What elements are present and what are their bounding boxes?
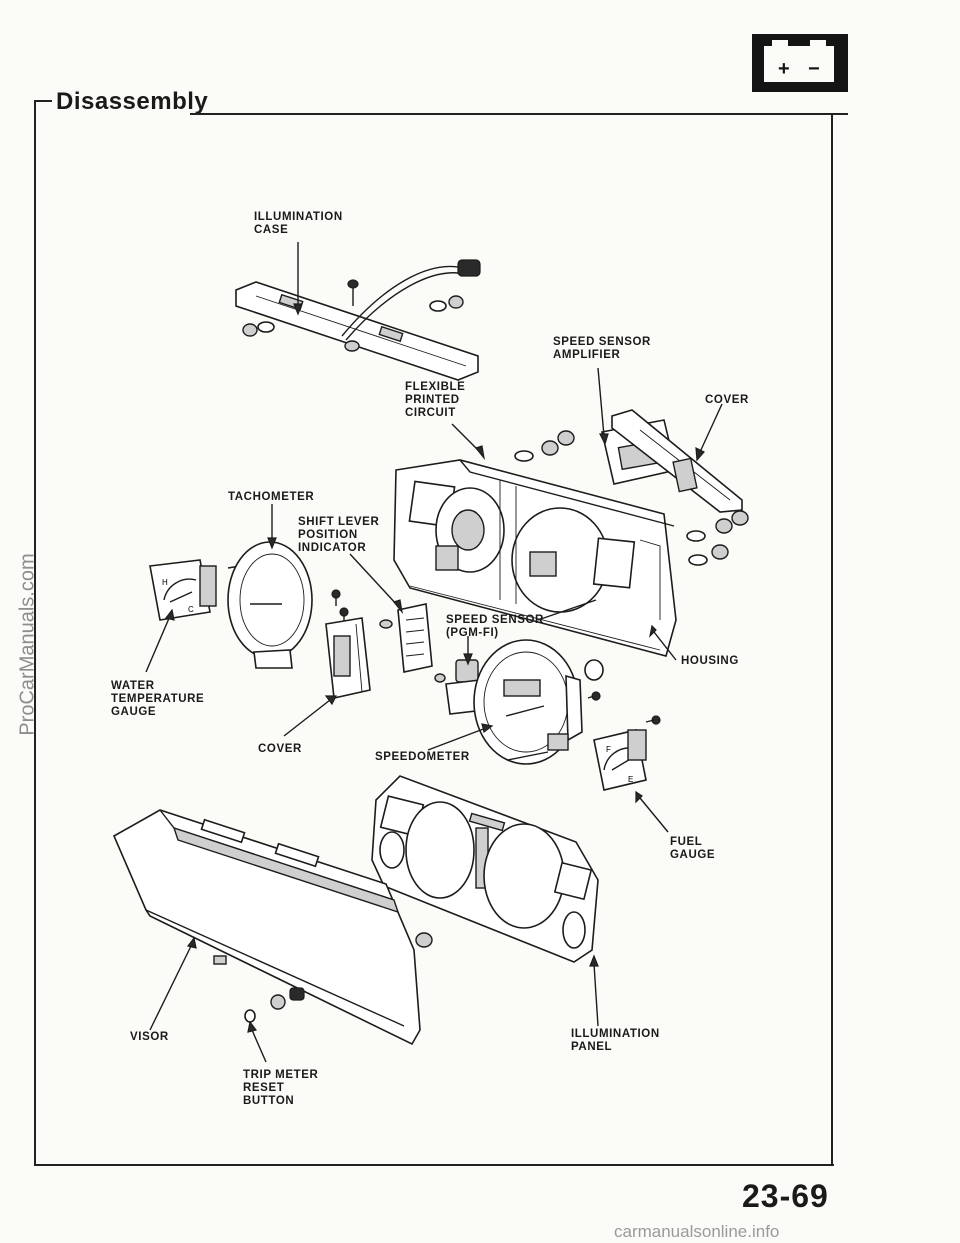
section-title: Disassembly <box>56 88 209 115</box>
battery-plus-symbol: + <box>778 58 790 80</box>
label-visor: VISOR <box>130 1031 169 1043</box>
speed-sensor-amplifier-part <box>601 409 743 513</box>
label-water-temperature-gauge: WATER TEMPERATURE GAUGE <box>111 680 205 718</box>
battery-terminal-positive <box>772 40 788 46</box>
frame-bottom-line <box>34 1164 834 1166</box>
label-illumination-case: ILLUMINATION CASE <box>254 211 343 236</box>
label-flexible-printed-circuit: FLEXIBLE PRINTED CIRCUIT <box>405 381 466 419</box>
page-number: 23-69 <box>742 1178 829 1214</box>
label-speed-sensor-pgm-fi: SPEED SENSOR (PGM-FI) <box>446 614 544 639</box>
screws <box>331 589 661 725</box>
shift-lever-position-indicator-part <box>379 603 433 673</box>
lower-cover-part <box>325 617 371 699</box>
bulb-sockets-upper <box>514 430 749 566</box>
visor-part <box>112 809 433 1046</box>
leader-lines <box>145 242 723 1063</box>
label-tachometer: TACHOMETER <box>228 491 315 503</box>
label-trip-meter-reset-button: TRIP METER RESET BUTTON <box>243 1069 319 1107</box>
fuel-gauge-f-mark: F <box>606 745 611 754</box>
label-shift-lever-position-indicator: SHIFT LEVER POSITION INDICATOR <box>298 516 380 554</box>
label-housing: HOUSING <box>681 655 739 667</box>
battery-icon-body: + − <box>764 46 834 82</box>
tachometer-part <box>227 541 313 669</box>
battery-minus-symbol: − <box>808 58 820 80</box>
water-gauge-c-mark: C <box>188 605 194 614</box>
label-illumination-panel: ILLUMINATION PANEL <box>571 1028 660 1053</box>
label-cover-top: COVER <box>705 394 749 406</box>
water-gauge-h-mark: H <box>162 578 168 587</box>
label-speed-sensor-amplifier: SPEED SENSOR AMPLIFIER <box>553 336 651 361</box>
label-speedometer: SPEEDOMETER <box>375 751 470 763</box>
frame-left-line <box>34 100 36 1166</box>
speedometer-part <box>473 639 604 765</box>
frame-top-line <box>190 113 848 115</box>
fuel-gauge-e-mark: E <box>628 775 633 784</box>
side-watermark: ProCarManuals.com <box>16 553 39 736</box>
frame-right-line <box>831 113 833 1166</box>
label-cover-bottom: COVER <box>258 743 302 755</box>
frame-top-left-line <box>34 100 52 102</box>
battery-icon: + − <box>752 34 848 92</box>
battery-terminal-negative <box>810 40 826 46</box>
housing-part <box>393 459 677 657</box>
fuel-gauge-part: F E <box>593 729 647 791</box>
trip-meter-reset-button-part <box>244 987 305 1023</box>
bottom-watermark: carmanualsonline.info <box>614 1222 780 1241</box>
label-fuel-gauge: FUEL GAUGE <box>670 836 716 861</box>
illumination-panel-part <box>371 775 599 963</box>
illumination-case-part <box>235 259 481 381</box>
